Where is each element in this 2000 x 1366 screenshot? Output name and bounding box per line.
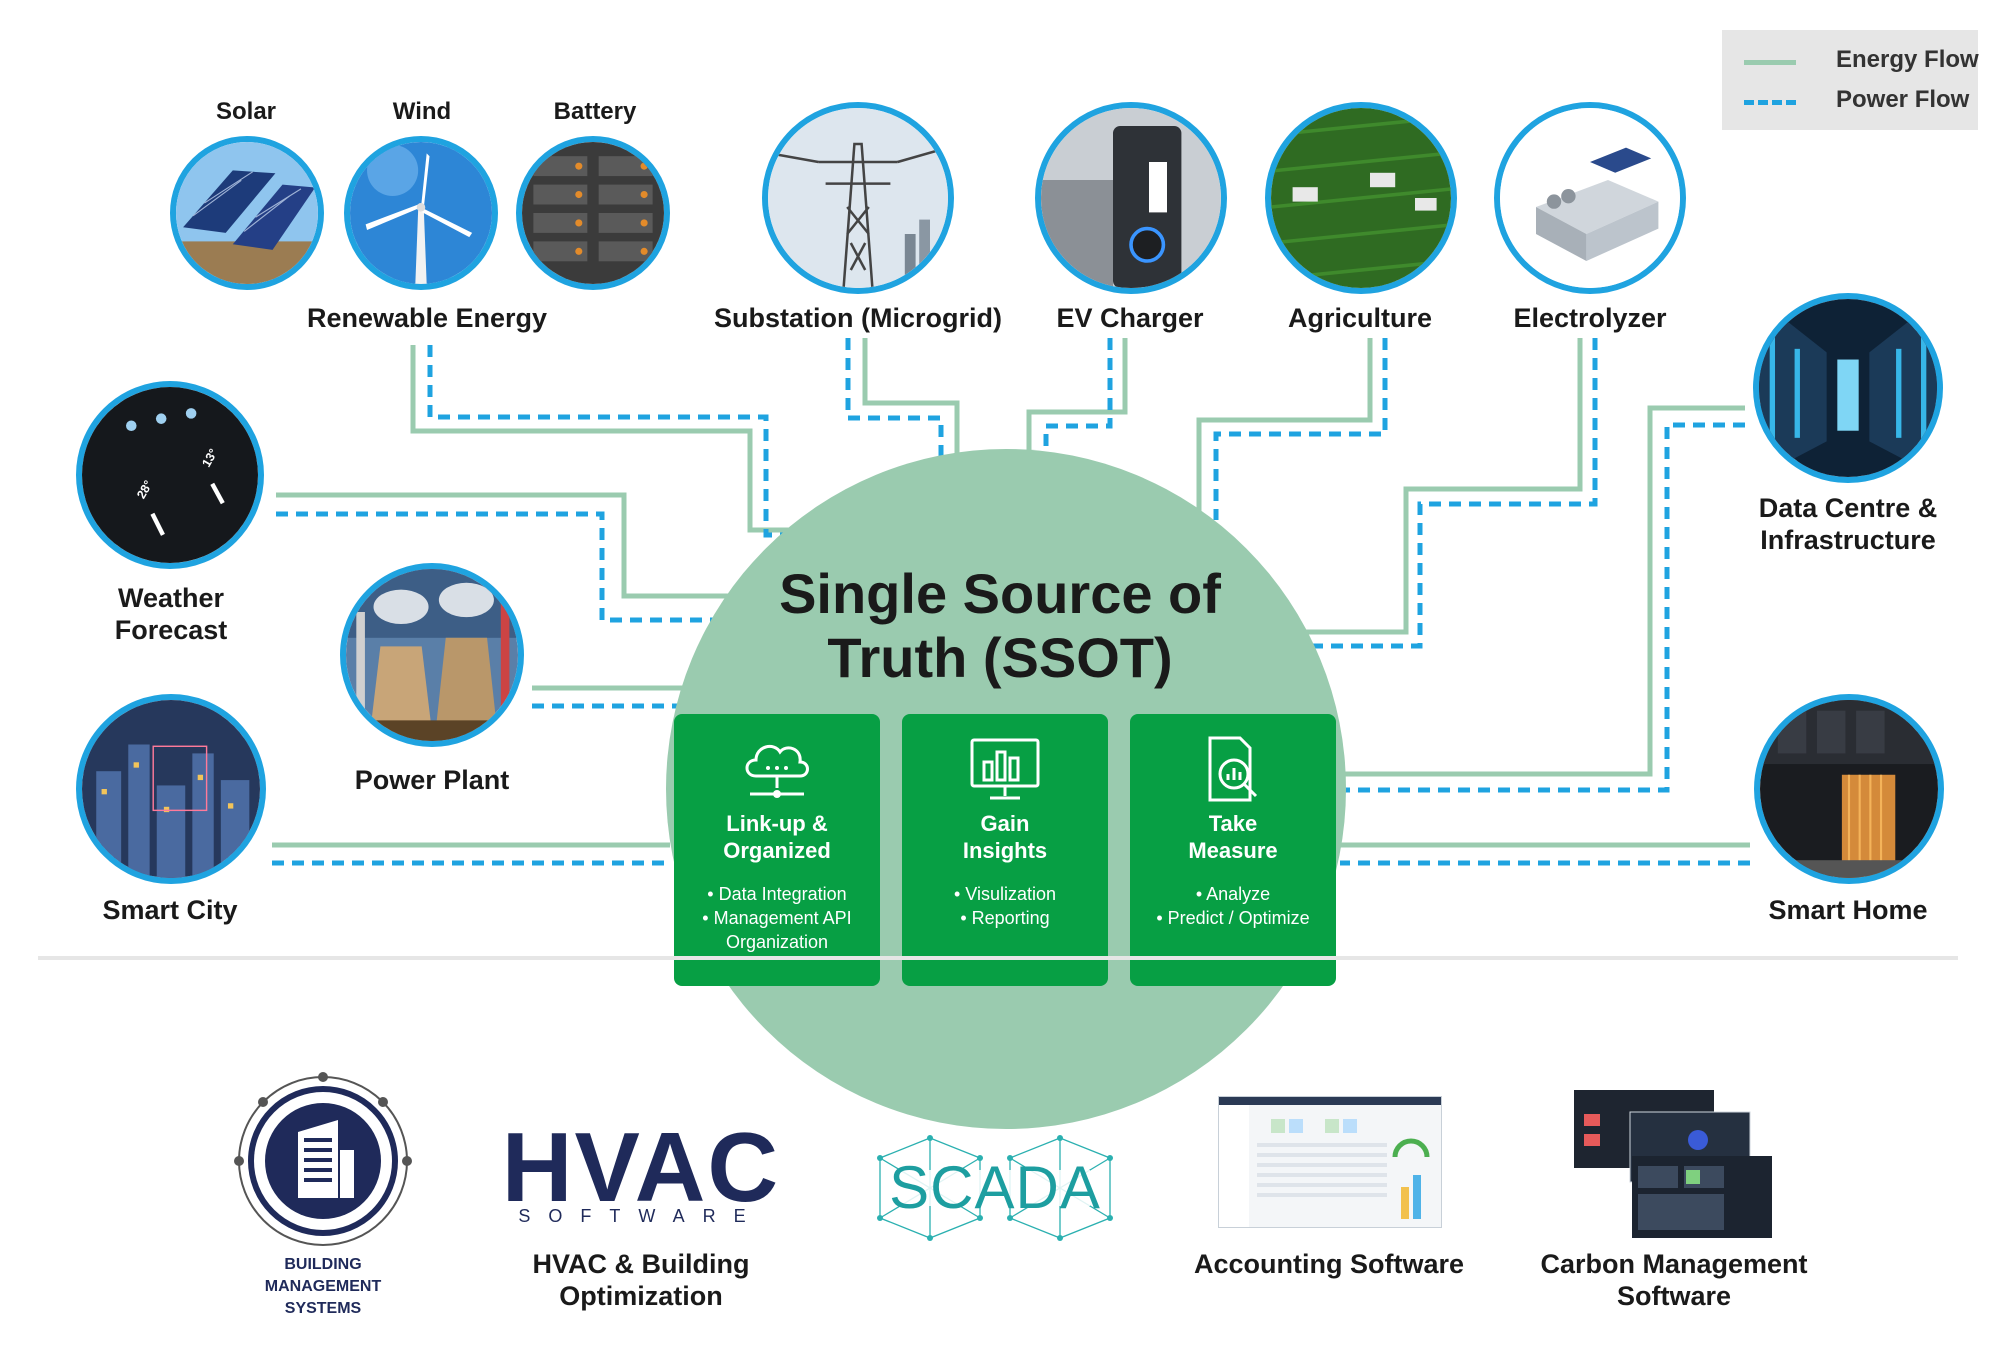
card-link-up-item: Organization xyxy=(725,932,829,952)
substation-label: Substation (Microgrid) xyxy=(714,303,1002,333)
electrolyzer-icon xyxy=(1500,108,1680,288)
card-link-up-title: Link-up & Organized xyxy=(723,811,831,863)
agriculture-field-icon xyxy=(1271,108,1451,288)
data-centre-image xyxy=(1753,293,1943,483)
power-line-ev xyxy=(1043,338,1113,460)
card-take-measure-items: • Analyze • Predict / Optimize xyxy=(1134,882,1332,930)
energy-line-ev xyxy=(1026,338,1128,460)
card-take-measure-item: • Predict / Optimize xyxy=(1156,908,1310,928)
card-gain-insights-items: • Visulization • Reporting xyxy=(906,882,1104,930)
ev-charger-image xyxy=(1035,102,1227,294)
card-link-up-items: • Data Integration • Management API Orga… xyxy=(678,882,876,954)
cloud-network-icon xyxy=(745,744,809,798)
wind-turbine-icon xyxy=(350,142,492,284)
solar-image xyxy=(170,136,324,290)
power-plant-label: Power Plant xyxy=(354,765,510,795)
card-gain-insights-item: • Visulization xyxy=(953,884,1057,904)
substation-image xyxy=(762,102,954,294)
card-gain-insights: Gain Insights • Visulization • Reporting xyxy=(902,714,1108,986)
power-line-renewable xyxy=(427,345,800,538)
scada-logo xyxy=(870,1128,1120,1248)
bms-logo-line: SYSTEMS xyxy=(284,1300,362,1317)
card-link-up-item: • Management API xyxy=(702,908,852,928)
accounting-screenshot xyxy=(1218,1096,1442,1228)
building-icon xyxy=(234,1072,412,1246)
solar-panel-icon xyxy=(176,142,318,284)
wind-image xyxy=(344,136,498,290)
power-plant-icon xyxy=(346,569,518,741)
hvac-logo-sub: SOFTWARE xyxy=(518,1206,764,1226)
energy-line-substation xyxy=(862,338,960,460)
card-link-up: Link-up & Organized • Data Integration •… xyxy=(674,714,880,986)
power-line-electrolyzer xyxy=(1290,338,1598,649)
monitor-chart-icon xyxy=(970,738,1040,800)
renewable-energy-label: Renewable Energy xyxy=(306,303,548,333)
hvac-logo: HVAC xyxy=(501,1112,781,1222)
legend: Energy Flow Power Flow xyxy=(1722,30,1979,130)
power-line-datacentre xyxy=(1340,422,1745,793)
battery-rack-icon xyxy=(522,142,664,284)
power-flow-lines xyxy=(272,338,1750,866)
legend-energy-label: Energy Flow xyxy=(1836,46,1979,73)
energy-line-datacentre xyxy=(1340,405,1745,777)
wind-label: Wind xyxy=(392,98,452,125)
energy-line-agriculture xyxy=(1196,338,1373,520)
section-divider xyxy=(38,956,1958,960)
legend-power-label: Power Flow xyxy=(1836,86,1970,113)
legend-energy-swatch xyxy=(1744,60,1796,65)
bms-logo xyxy=(234,1072,412,1250)
bms-logo-line: BUILDING xyxy=(284,1256,362,1273)
smart-city-label: Smart City xyxy=(102,895,238,925)
accounting-dashboard-icon xyxy=(1219,1097,1441,1227)
energy-line-renewable xyxy=(410,345,821,560)
card-gain-insights-title: Gain Insights xyxy=(962,811,1048,863)
smart-city-image xyxy=(76,694,266,884)
accounting-label: Accounting Software xyxy=(1193,1249,1464,1279)
carbon-screenshot xyxy=(1574,1090,1774,1240)
card-take-measure-title: Take Measure xyxy=(1188,811,1278,863)
weather-label: Weather Forecast xyxy=(114,583,228,645)
smart-home-icon xyxy=(1760,700,1938,878)
power-line-weather xyxy=(276,511,720,623)
data-centre-label: Data Centre & Infrastructure xyxy=(1758,493,1938,555)
smart-city-icon xyxy=(82,700,260,878)
energy-line-electrolyzer xyxy=(1290,338,1583,635)
ev-charger-icon xyxy=(1041,108,1221,288)
electrolyzer-label: Electrolyzer xyxy=(1513,303,1667,333)
legend-power-swatch xyxy=(1744,100,1796,105)
agriculture-label: Agriculture xyxy=(1287,303,1433,333)
agriculture-image xyxy=(1265,102,1457,294)
electrolyzer-image xyxy=(1494,102,1686,294)
document-analysis-icon xyxy=(1208,736,1258,802)
transmission-tower-icon xyxy=(768,108,948,288)
server-room-icon xyxy=(1759,299,1937,477)
smart-home-image xyxy=(1754,694,1944,884)
battery-label: Battery xyxy=(553,98,637,125)
power-plant-image xyxy=(340,563,524,747)
battery-image xyxy=(516,136,670,290)
carbon-label: Carbon Management Software xyxy=(1540,1249,1808,1311)
ev-charger-label: EV Charger xyxy=(1056,303,1204,333)
carbon-dashboard-icon xyxy=(1574,1090,1772,1238)
power-line-substation xyxy=(845,338,944,460)
hvac-label: HVAC & Building Optimization xyxy=(532,1249,750,1311)
bms-logo-text: BUILDING MANAGEMENT SYSTEMS xyxy=(228,1254,418,1320)
card-link-up-item: • Data Integration xyxy=(707,884,847,904)
scada-network-icon xyxy=(877,1135,1113,1241)
weather-dial-icon: 28° 13° xyxy=(82,387,258,563)
card-take-measure: Take Measure • Analyze • Predict / Optim… xyxy=(1130,714,1336,986)
power-line-agriculture xyxy=(1213,338,1388,520)
energy-line-weather xyxy=(276,492,740,599)
scada-logo-text: SCADA xyxy=(889,1154,1101,1221)
card-take-measure-item: • Analyze xyxy=(1195,884,1271,904)
card-gain-insights-item: • Reporting xyxy=(960,908,1050,928)
weather-image: 28° 13° xyxy=(76,381,264,569)
smart-home-label: Smart Home xyxy=(1768,895,1928,925)
ssot-title: Single Source of Truth (SSOT) xyxy=(779,562,1221,689)
energy-line-powerplant xyxy=(532,685,703,700)
solar-label: Solar xyxy=(215,98,277,125)
bms-logo-line: MANAGEMENT xyxy=(264,1278,382,1295)
